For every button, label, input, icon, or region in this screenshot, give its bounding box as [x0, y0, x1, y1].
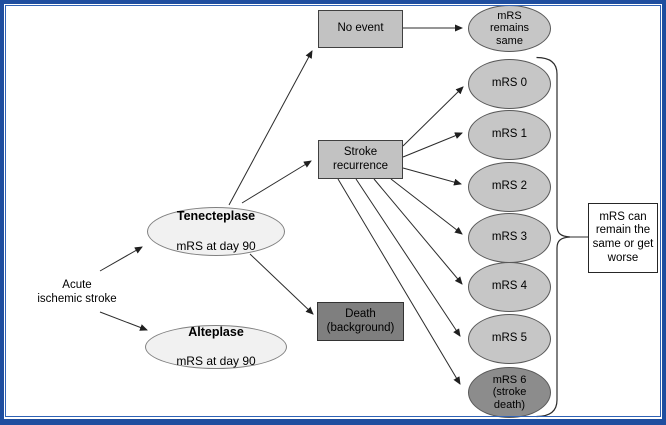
mrs-remains-same-node: mRS remains same: [468, 5, 551, 52]
edge-recurrence-mrs6: [337, 178, 461, 385]
alteplase-subtitle: mRS at day 90: [176, 354, 256, 369]
edge-recurrence-mrs1: [402, 132, 463, 158]
annotation-note: mRS can remain the same or get worse: [588, 203, 658, 273]
tenecteplase-text: Tenecteplase mRS at day 90: [176, 196, 255, 267]
edge-recurrence-mrs0: [402, 86, 464, 147]
alteplase-title: Alteplase: [188, 324, 244, 339]
edge-recurrence-mrs5: [355, 178, 461, 337]
tenecteplase-node: Tenecteplase mRS at day 90: [147, 207, 285, 256]
tenecteplase-title: Tenecteplase: [176, 209, 256, 224]
edge-tenecteplase-death: [249, 253, 314, 315]
death-node: Death (background): [317, 302, 404, 341]
mrs-1-node: mRS 1: [468, 110, 551, 160]
edge-tenecteplase-no-event: [228, 50, 313, 206]
mrs-3-node: mRS 3: [468, 213, 551, 263]
edge-root-tenecteplase: [99, 246, 143, 272]
edge-recurrence-mrs2: [402, 167, 462, 186]
alteplase-text: Alteplase mRS at day 90: [176, 311, 255, 382]
edge-recurrence-mrs3: [390, 178, 463, 235]
edge-tenecteplase-stroke-recurrence: [241, 160, 312, 204]
stroke-recurrence-node: Stroke recurrence: [318, 140, 403, 179]
mrs-6-node: mRS 6 (stroke death): [468, 367, 551, 418]
alteplase-node: Alteplase mRS at day 90: [145, 325, 287, 369]
mrs-5-node: mRS 5: [468, 314, 551, 364]
tenecteplase-subtitle: mRS at day 90: [176, 238, 256, 253]
no-event-node: No event: [318, 10, 403, 48]
root-label: Acute ischemic stroke: [37, 279, 117, 305]
mrs-2-node: mRS 2: [468, 162, 551, 212]
edge-root-alteplase: [99, 311, 148, 331]
edge-recurrence-mrs4: [373, 178, 463, 285]
mrs-4-node: mRS 4: [468, 262, 551, 312]
mrs-0-node: mRS 0: [468, 59, 551, 109]
